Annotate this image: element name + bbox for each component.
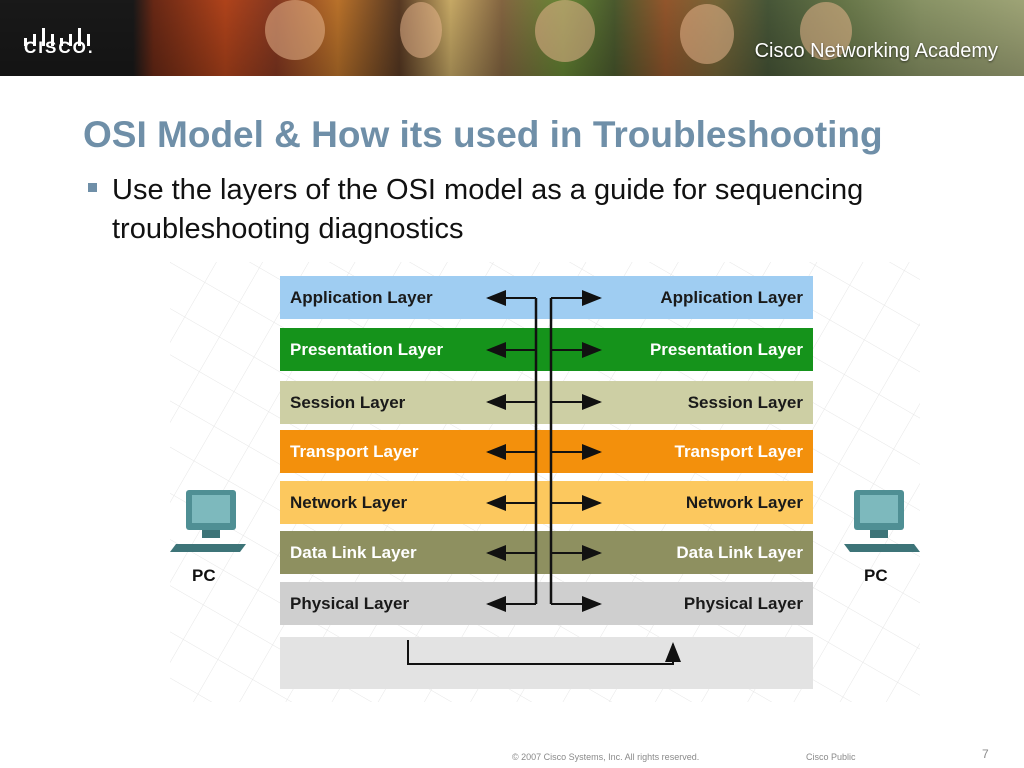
layer-label-right: Network Layer <box>685 493 803 512</box>
layer-label-left: Physical Layer <box>290 594 410 613</box>
footer-classification: Cisco Public <box>806 752 856 762</box>
bullet-text: Use the layers of the OSI model as a gui… <box>112 174 864 245</box>
layer-arrows <box>170 290 920 665</box>
layer-row-transport: Transport Layer Transport Layer <box>280 430 813 473</box>
slide-title: OSI Model & How its used in Troubleshoot… <box>83 114 883 155</box>
cisco-logo-text: CISCO. <box>24 38 95 57</box>
banner-photo-face <box>535 0 595 62</box>
layer-row-network: Network Layer Network Layer <box>280 481 813 524</box>
layer-label-left: Transport Layer <box>290 442 419 461</box>
layer-label-right: Presentation Layer <box>649 340 803 359</box>
layer-label-right: Data Link Layer <box>676 543 803 562</box>
layer-row-data-link: Data Link Layer Data Link Layer <box>280 531 813 574</box>
layer-label-right: Transport Layer <box>674 442 804 461</box>
layer-label-right: Physical Layer <box>683 594 803 613</box>
pc-left-label: PC <box>192 566 216 585</box>
pc-left-icon <box>170 490 246 552</box>
banner-shade <box>0 0 1024 76</box>
academy-logo-text: Cisco Networking Academy <box>754 40 998 62</box>
osi-diagram: Application Layer Application Layer Pres… <box>170 262 920 702</box>
layer-label-left: Application Layer <box>290 288 433 307</box>
bullet-square-icon <box>88 183 97 192</box>
banner-photo-face <box>265 0 325 60</box>
layer-label-left: Network Layer <box>290 493 408 512</box>
pc-right-icon <box>844 490 920 552</box>
banner-photo-face <box>680 4 734 64</box>
layer-row-application: Application Layer Application Layer <box>280 276 813 319</box>
page-number: 7 <box>982 747 989 761</box>
footer-copyright: © 2007 Cisco Systems, Inc. All rights re… <box>512 752 700 762</box>
layer-label-left: Presentation Layer <box>290 340 444 359</box>
banner-photo-face <box>400 2 442 58</box>
layer-label-right: Application Layer <box>660 288 803 307</box>
layer-row-physical: Physical Layer Physical Layer <box>280 582 813 625</box>
layer-label-right: Session Layer <box>687 393 803 412</box>
pc-right-label: PC <box>864 566 888 585</box>
layer-label-left: Session Layer <box>290 393 406 412</box>
banner-photo-face <box>800 2 852 60</box>
layer-row-presentation: Presentation Layer Presentation Layer <box>280 328 813 371</box>
layer-row-session: Session Layer Session Layer <box>280 381 813 424</box>
header-banner: CISCO. Cisco Networking Academy <box>0 0 1024 76</box>
cisco-bridge-icon <box>24 28 90 46</box>
layer-label-left: Data Link Layer <box>290 543 417 562</box>
